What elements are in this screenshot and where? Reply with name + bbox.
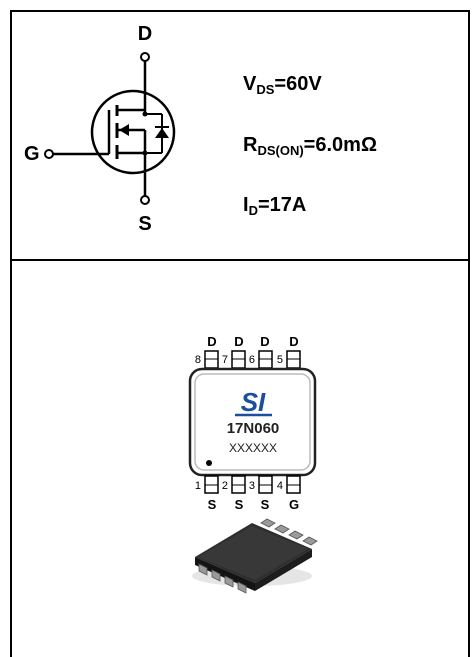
body-circle bbox=[90, 89, 176, 175]
pin6-number: 6 bbox=[249, 354, 255, 366]
pin1-dot bbox=[206, 460, 212, 466]
pin8-label: D bbox=[207, 334, 216, 349]
pin3-number: 3 bbox=[249, 480, 255, 492]
drain-terminal bbox=[140, 52, 150, 62]
package-body bbox=[188, 367, 317, 477]
package-drawing: D D D D 8 7 6 5 SI 17N060 bbox=[188, 334, 318, 594]
pin7-number: 7 bbox=[222, 354, 228, 366]
part-number: 17N060 bbox=[227, 420, 280, 437]
diode-icon bbox=[155, 128, 169, 138]
source-label: S bbox=[138, 213, 151, 235]
package-panel: D D D D 8 7 6 5 SI 17N060 bbox=[10, 259, 470, 657]
spec-vds-name: V bbox=[243, 73, 257, 95]
gate-label: G bbox=[24, 143, 40, 165]
mosfet-symbol-icon: D G S bbox=[24, 23, 176, 235]
spec-rds-sub: DS(ON) bbox=[257, 143, 304, 158]
spec-rds-value: =6.0mΩ bbox=[303, 134, 377, 156]
pin8-number: 8 bbox=[195, 354, 201, 366]
spec-id-sub: D bbox=[248, 203, 258, 218]
pin1-label: S bbox=[208, 497, 217, 512]
spec-id: ID=17A bbox=[243, 193, 306, 223]
spec-rds-name: R bbox=[243, 134, 258, 156]
pin4-number: 4 bbox=[277, 480, 283, 492]
pin5-label: D bbox=[289, 334, 298, 349]
arrow-icon bbox=[119, 124, 129, 136]
spec-vds: VDS=60V bbox=[243, 72, 322, 102]
pin2-label: S bbox=[235, 497, 244, 512]
pin6-label: D bbox=[260, 334, 269, 349]
lot-code: XXXXXX bbox=[229, 441, 277, 455]
spec-id-value: =17A bbox=[257, 194, 307, 216]
spec-id-name: I bbox=[243, 194, 249, 216]
logo-icon: SI bbox=[241, 387, 266, 417]
drain-label: D bbox=[138, 23, 152, 45]
gate-terminal bbox=[44, 149, 54, 159]
symbol-panel: D G S VDS=60V RDS bbox=[10, 10, 470, 261]
spec-vds-value: =60V bbox=[274, 73, 322, 95]
pin5-number: 5 bbox=[277, 354, 283, 366]
pin7-label: D bbox=[234, 334, 243, 349]
source-terminal bbox=[140, 195, 150, 205]
pin4-label: G bbox=[289, 497, 299, 512]
pin1-number: 1 bbox=[195, 480, 201, 492]
spec-rds: RDS(ON)=6.0mΩ bbox=[243, 133, 377, 163]
spec-vds-sub: DS bbox=[256, 82, 275, 97]
pin3-label: S bbox=[261, 497, 270, 512]
pin2-number: 2 bbox=[222, 480, 228, 492]
chip-photo bbox=[192, 518, 318, 594]
